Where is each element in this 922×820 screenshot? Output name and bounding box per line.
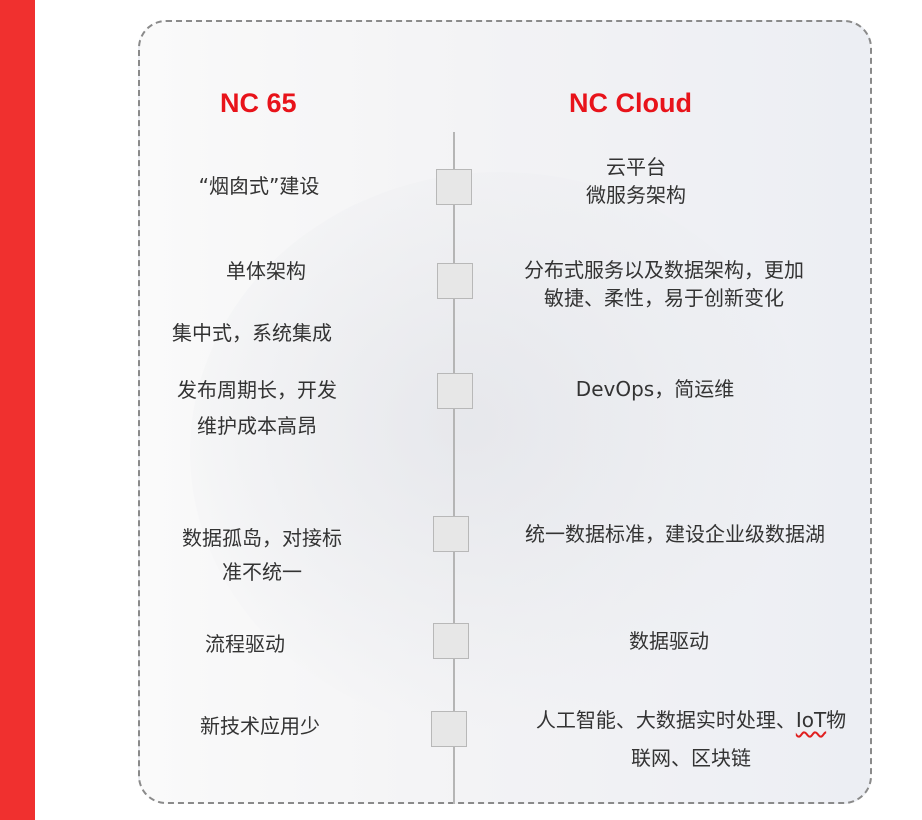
nccloud-item-ai-iot-line1: 人工智能、大数据实时处理、IoT物 xyxy=(536,706,846,734)
nc65-item-centralized: 集中式，系统集成 xyxy=(172,319,332,347)
comparison-frame xyxy=(138,20,872,804)
timeline-marker-4 xyxy=(433,516,469,552)
timeline-marker-1 xyxy=(436,169,472,205)
nc65-item-centralized-line1: 集中式，系统集成 xyxy=(172,321,332,345)
nc65-item-data-silo-line2: 准不统一 xyxy=(222,560,302,584)
nccloud-item-cloud-platform-line1: 云平台 xyxy=(606,155,666,179)
nccloud-item-cloud-platform-line2: 微服务架构 xyxy=(586,183,686,207)
nccloud-item-distributed: 分布式服务以及数据架构，更加 敏捷、柔性，易于创新变化 xyxy=(524,256,804,312)
nc65-item-data-silo: 数据孤岛，对接标 准不统一 xyxy=(182,524,342,586)
nccloud-item-devops-line1: DevOps，简运维 xyxy=(575,377,735,401)
nc65-item-release-cycle: 发布周期长，开发 维护成本高昂 xyxy=(177,376,337,440)
nc65-item-release-cycle-line1: 发布周期长，开发 xyxy=(177,378,337,402)
nccloud-item-devops: DevOps，简运维 xyxy=(576,375,734,403)
nccloud-item-ai-iot-line2: 联网、区块链 xyxy=(630,746,751,770)
nc65-item-new-tech: 新技术应用少 xyxy=(200,712,320,740)
nccloud-item-ai-iot-line1-end: 物 xyxy=(826,708,847,732)
nc65-item-data-silo-line1: 数据孤岛，对接标 xyxy=(182,526,342,550)
nc65-item-process-driven: 流程驱动 xyxy=(205,630,285,658)
nccloud-item-data-driven: 数据驱动 xyxy=(629,627,709,655)
nc65-item-chimney: “烟囱式”建设 xyxy=(199,172,320,200)
timeline-marker-2 xyxy=(437,263,473,299)
timeline-marker-5 xyxy=(433,623,469,659)
nc65-item-new-tech-line1: 新技术应用少 xyxy=(200,714,320,738)
timeline-marker-3 xyxy=(437,373,473,409)
nc65-item-process-driven-line1: 流程驱动 xyxy=(205,632,285,656)
nc-cloud-title: NC Cloud xyxy=(569,88,692,118)
nccloud-item-data-lake: 统一数据标准，建设企业级数据湖 xyxy=(525,520,825,548)
nccloud-item-distributed-line1: 分布式服务以及数据架构，更加 xyxy=(524,258,804,282)
timeline-axis xyxy=(453,132,455,804)
nccloud-item-data-driven-line1: 数据驱动 xyxy=(629,629,709,653)
nc65-item-monolithic-line1: 单体架构 xyxy=(226,259,306,283)
nccloud-item-distributed-line2: 敏捷、柔性，易于创新变化 xyxy=(544,286,784,310)
nc65-item-release-cycle-line2: 维护成本高昂 xyxy=(197,414,317,438)
nc65-item-chimney-line1: “烟囱式”建设 xyxy=(198,174,320,198)
nccloud-item-cloud-platform: 云平台 微服务架构 xyxy=(586,153,686,209)
timeline-marker-6 xyxy=(431,711,467,747)
nc65-title: NC 65 xyxy=(220,88,297,118)
globe-watermark xyxy=(190,172,810,732)
nccloud-item-ai-iot: 人工智能、大数据实时处理、IoT物 联网、区块链 xyxy=(536,706,846,772)
iot-spellcheck-underline: IoT xyxy=(795,708,827,732)
left-accent-bar xyxy=(0,0,35,820)
nccloud-item-data-lake-line1: 统一数据标准，建设企业级数据湖 xyxy=(525,522,825,546)
nc65-item-monolithic: 单体架构 xyxy=(226,257,306,285)
nccloud-item-ai-iot-line1-text: 人工智能、大数据实时处理、 xyxy=(535,708,796,732)
